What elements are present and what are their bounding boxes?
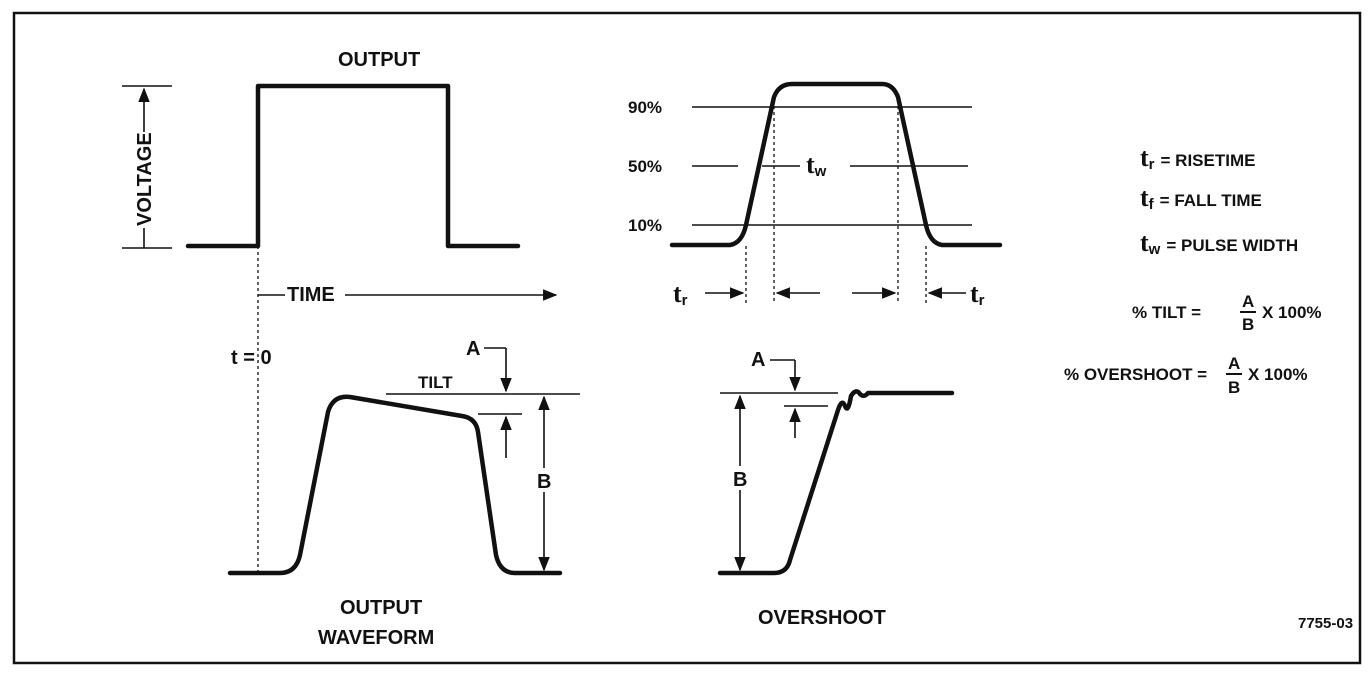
tilt-panel: TILT A B OUTPUT WAVEFORM: [227, 338, 580, 649]
output-waveform-caption-2: WAVEFORM: [318, 627, 434, 649]
tw-label: tw: [806, 150, 827, 180]
tr-left-label: tr: [673, 279, 688, 309]
trapezoid-pulse-waveform: [669, 81, 1003, 248]
t0-label: t = 0: [231, 347, 272, 369]
tr-right-label: tr: [970, 279, 985, 309]
tilt-formula-prefix: % TILT =: [1132, 303, 1201, 322]
overshoot-formula-num: A: [1228, 354, 1240, 373]
time-axis-label: TIME: [287, 284, 335, 306]
overshoot-waveform: [717, 389, 955, 576]
overshoot-formula-suffix: X 100%: [1248, 365, 1308, 384]
tilt-formula-num: A: [1242, 292, 1254, 311]
overshoot-a-label: A: [751, 349, 765, 371]
overshoot-formula-den: B: [1228, 378, 1240, 397]
definitions-legend: tr= RISETIME tf= FALL TIME tw= PULSE WID…: [1064, 143, 1322, 397]
tilt-formula-den: B: [1242, 315, 1254, 334]
tilted-output-waveform: [227, 394, 563, 576]
figure-border: [12, 11, 1362, 665]
level-50: 50%: [628, 157, 662, 176]
legend-falltime: tf= FALL TIME: [1140, 183, 1262, 213]
overshoot-panel: A B OVERSHOOT: [717, 349, 955, 629]
output-title: OUTPUT: [338, 49, 420, 71]
level-10: 10%: [628, 216, 662, 235]
legend-pulse-width: tw= PULSE WIDTH: [1140, 228, 1298, 258]
voltage-axis-label: VOLTAGE: [134, 132, 156, 226]
ideal-pulse-waveform: [185, 83, 521, 249]
tilt-formula-suffix: X 100%: [1262, 303, 1322, 322]
legend-risetime: tr= RISETIME: [1140, 143, 1255, 173]
tilt-a-label: A: [466, 338, 480, 360]
level-90: 90%: [628, 98, 662, 117]
overshoot-caption: OVERSHOOT: [758, 607, 886, 629]
pulse-timing-panel: 90% 50% 10% tw tr tr: [628, 81, 1003, 309]
tilt-label: TILT: [418, 373, 453, 392]
overshoot-b-label: B: [733, 469, 747, 491]
tilt-b-label: B: [537, 471, 551, 493]
output-waveform-caption-1: OUTPUT: [340, 597, 422, 619]
figure-id: 7755-03: [1298, 615, 1353, 632]
overshoot-formula-prefix: % OVERSHOOT =: [1064, 365, 1207, 384]
ideal-output-pulse-panel: OUTPUT VOLTAGE TIME t = 0: [122, 49, 558, 572]
